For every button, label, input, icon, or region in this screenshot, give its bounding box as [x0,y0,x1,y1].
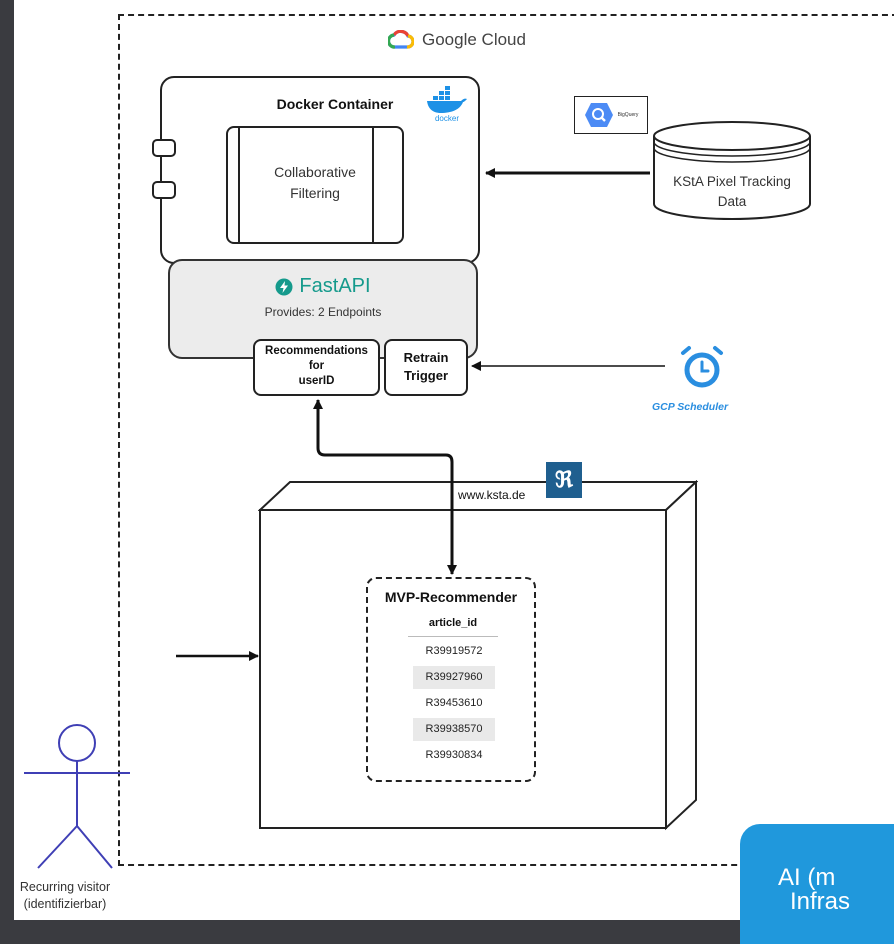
article-row: R39919572 [425,645,483,657]
fastapi-logo: FastAPI [170,275,476,298]
article-id-column-header: article_id [408,617,498,637]
docker-port-top [152,139,176,157]
collaborative-filtering-label: Collaborative Filtering [228,162,402,204]
retrain-line2: Trigger [403,368,449,383]
google-cloud-boundary [118,14,894,866]
overlay-line1: AI (m [778,864,836,891]
docker-logo: docker [425,86,469,127]
article-row: R39453610 [425,697,483,709]
gcp-scheduler-clock-icon [681,346,723,388]
ksta-logo-icon: ℜ [546,462,582,498]
google-cloud-label: Google Cloud [422,30,526,49]
article-row: R39927960 [413,666,495,689]
recommendations-line1: Recommendations [265,345,368,357]
ksta-pixel-tracking-datastore: KStA Pixel Tracking Data [653,121,811,220]
recurring-visitor-actor-icon [24,724,130,869]
recurring-visitor-label: Recurring visitor (identifizierbar) [0,879,130,913]
fastapi-bolt-icon [275,278,293,295]
visitor-line2: (identifizierbar) [23,897,107,911]
recommendations-endpoint: Recommendations for userID [253,339,380,396]
fastapi-label: FastAPI [299,275,371,297]
bigquery-icon [584,103,613,127]
mvp-recommender-widget: MVP-Recommender article_id R39919572 R39… [366,577,536,782]
docker-whale-icon: docker [427,86,467,123]
collaborative-filtering-line1: Collaborative [274,164,356,180]
docker-port-bottom [152,181,176,199]
retrain-line1: Retrain [403,350,449,365]
visitor-line1: Recurring visitor [19,880,111,894]
article-row: R39930834 [425,749,483,761]
google-cloud-icon [388,30,414,49]
datastore-line2: Data [718,194,747,209]
fastapi-subtitle: Provides: 2 Endpoints [264,305,382,319]
ai-infrastructure-overlay: AI (m Infras [740,824,894,944]
overlay-line2: Infras [790,888,851,915]
gcp-scheduler-label: GCP Scheduler [652,401,729,413]
bigquery-badge: BigQuery [574,96,648,134]
datastore-line1: KStA Pixel Tracking [673,174,791,189]
recommendations-line3: userID [298,375,335,387]
docker-container-title: Docker Container [276,96,394,112]
docker-logo-label: docker [435,114,459,122]
google-cloud-logo: Google Cloud [388,30,526,50]
bigquery-label: BigQuery [617,112,639,118]
retrain-trigger-endpoint: Retrain Trigger [384,339,468,396]
ksta-url-label: www.ksta.de [458,488,526,502]
mvp-recommender-title: MVP-Recommender [384,589,518,605]
recommendations-line2: for [308,360,325,372]
collaborative-filtering-model: Collaborative Filtering [226,126,404,244]
collaborative-filtering-line2: Filtering [290,185,340,201]
article-row: R39938570 [413,718,495,741]
